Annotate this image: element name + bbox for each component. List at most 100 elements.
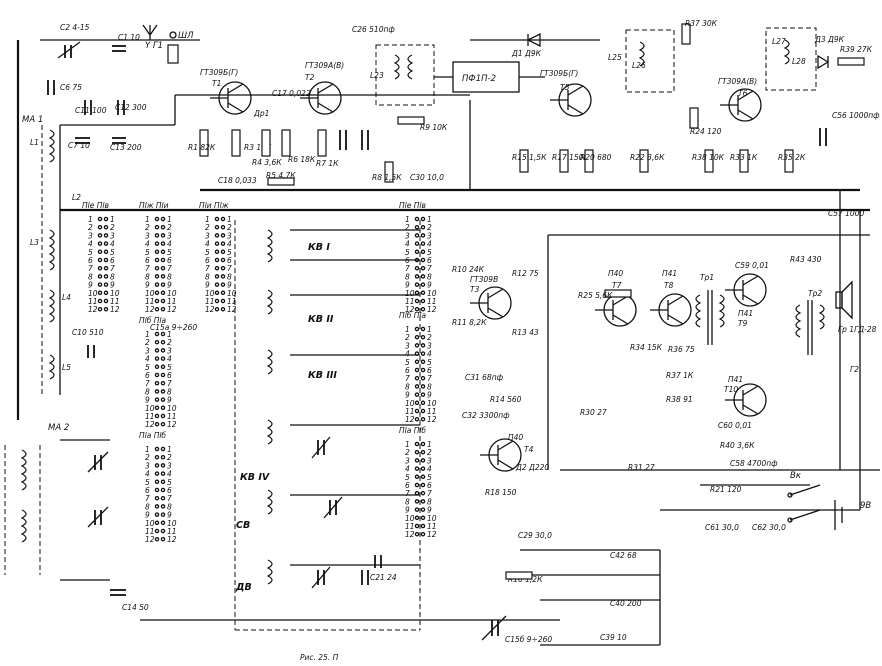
contact-number: 1 — [167, 330, 172, 339]
switch-contact — [414, 523, 420, 529]
svg-text:П41: П41 — [662, 269, 677, 278]
switch-contact — [154, 504, 160, 509]
svg-text:R13 43: R13 43 — [512, 328, 539, 337]
switch-contact — [420, 326, 426, 332]
contact-number: 8 — [145, 387, 150, 396]
switch-contact — [154, 397, 160, 402]
svg-text:R14 560: R14 560 — [490, 395, 522, 404]
switch-contact — [420, 392, 426, 397]
switch-contact — [154, 413, 160, 419]
c11-label: C11 100 — [75, 106, 107, 115]
svg-text:R4 3,6К: R4 3,6К — [252, 158, 282, 167]
contact-number: 1 — [88, 215, 93, 224]
contact-number: 1 — [227, 215, 232, 224]
switch-contact — [103, 241, 109, 246]
contact-number: 9 — [427, 281, 432, 290]
contact-number: 3 — [110, 231, 115, 240]
contact-number: 9 — [427, 391, 432, 400]
dv-label: ДВ — [235, 582, 252, 593]
switch-contact — [154, 372, 160, 378]
switch-contact — [414, 367, 420, 373]
switch-contact — [160, 274, 166, 279]
oscillator-stage: ГТ309В T3 R10 24К R11 8,2К R12 75 R13 43… — [452, 265, 552, 584]
contact-number: 4 — [427, 240, 432, 249]
switch-group-label: Пlа Пlб — [139, 431, 166, 440]
switch-contact — [154, 463, 160, 468]
contact-number: 10 — [427, 514, 437, 523]
contact-number: 9 — [405, 391, 410, 400]
contact-number: 1 — [205, 215, 210, 224]
contact-number: 2 — [427, 448, 432, 457]
contact-number: 4 — [167, 470, 172, 479]
contact-number: 1 — [145, 215, 150, 224]
switch-contact — [420, 400, 426, 406]
contact-number: 1 — [167, 215, 172, 224]
switch-contact — [214, 233, 220, 238]
contact-number: 6 — [110, 256, 115, 265]
svg-text:R12 75: R12 75 — [512, 269, 539, 278]
if-section: C26 510пф L23 R9 10К R8 1,5К C30 10,0 ПФ… — [352, 25, 545, 183]
contact-number: 11 — [167, 527, 177, 536]
contact-number: 8 — [405, 382, 410, 391]
switch-contact — [154, 298, 160, 304]
svg-text:R21 120: R21 120 — [710, 485, 742, 494]
switch-contact — [154, 495, 160, 501]
svg-text:C40 200: C40 200 — [610, 599, 642, 608]
switch-contact — [154, 356, 160, 361]
contact-number: 12 — [405, 305, 415, 314]
contact-number: 7 — [405, 264, 410, 273]
contact-number: 2 — [427, 333, 432, 342]
contact-number: 4 — [167, 240, 172, 249]
if-amplifier: ГТ309Б(Г) T5 L25 L26 ГТ309А(В) T6 L27 L2… — [470, 19, 880, 218]
switch-contact — [160, 495, 166, 501]
contact-number: 9 — [88, 281, 93, 290]
switch-contact — [420, 282, 426, 287]
contact-number: 12 — [427, 305, 437, 314]
c12-label: C12 300 — [115, 103, 147, 112]
contact-number: 1 — [405, 325, 410, 334]
contact-number: 11 — [405, 522, 415, 531]
contact-number: 5 — [167, 248, 172, 257]
svg-text:ГТ309В: ГТ309В — [470, 275, 498, 284]
contact-number: 5 — [427, 358, 432, 367]
contact-number: 10 — [427, 399, 437, 408]
switch-contact — [420, 367, 426, 373]
switch-contact — [154, 306, 160, 312]
switch-contact — [154, 487, 160, 493]
svg-text:R8 1,5К: R8 1,5К — [372, 173, 402, 182]
switch-contact — [160, 249, 166, 255]
c1-label: C1 10 — [118, 33, 140, 42]
bottom-tuning-caps: C15б 9÷260 C42 68 C40 200 C39 10 C15a 9÷… — [150, 323, 642, 644]
switch-contact — [97, 257, 103, 263]
switch-contact — [97, 216, 103, 222]
contact-number: 10 — [167, 404, 177, 413]
kv3-label: КВ III — [308, 370, 337, 381]
c10-label: C10 510 — [72, 328, 104, 337]
switch-contact — [160, 520, 166, 526]
contact-number: 1 — [405, 440, 410, 449]
switch-contact — [160, 306, 166, 312]
contact-number: 6 — [167, 371, 172, 380]
contact-number: 7 — [145, 494, 150, 503]
svg-text:П41: П41 — [738, 309, 753, 318]
switch-contact — [103, 282, 109, 287]
rf-stage: ГТ309Б(Г) T1 ГТ309А(В) T2 R1 82К R3 10К … — [188, 61, 369, 186]
switch-contact — [97, 249, 103, 255]
switch-contact — [214, 241, 220, 246]
switch-contact — [220, 233, 226, 238]
contact-number: 5 — [167, 478, 172, 487]
switch-contact — [97, 298, 103, 304]
power-switch-label[interactable]: Вк — [790, 471, 802, 481]
contact-number: 1 — [110, 215, 115, 224]
switch-contact — [160, 331, 166, 337]
power-supply: Вк 9В C61 30,0 C62 30,0 — [705, 471, 871, 532]
